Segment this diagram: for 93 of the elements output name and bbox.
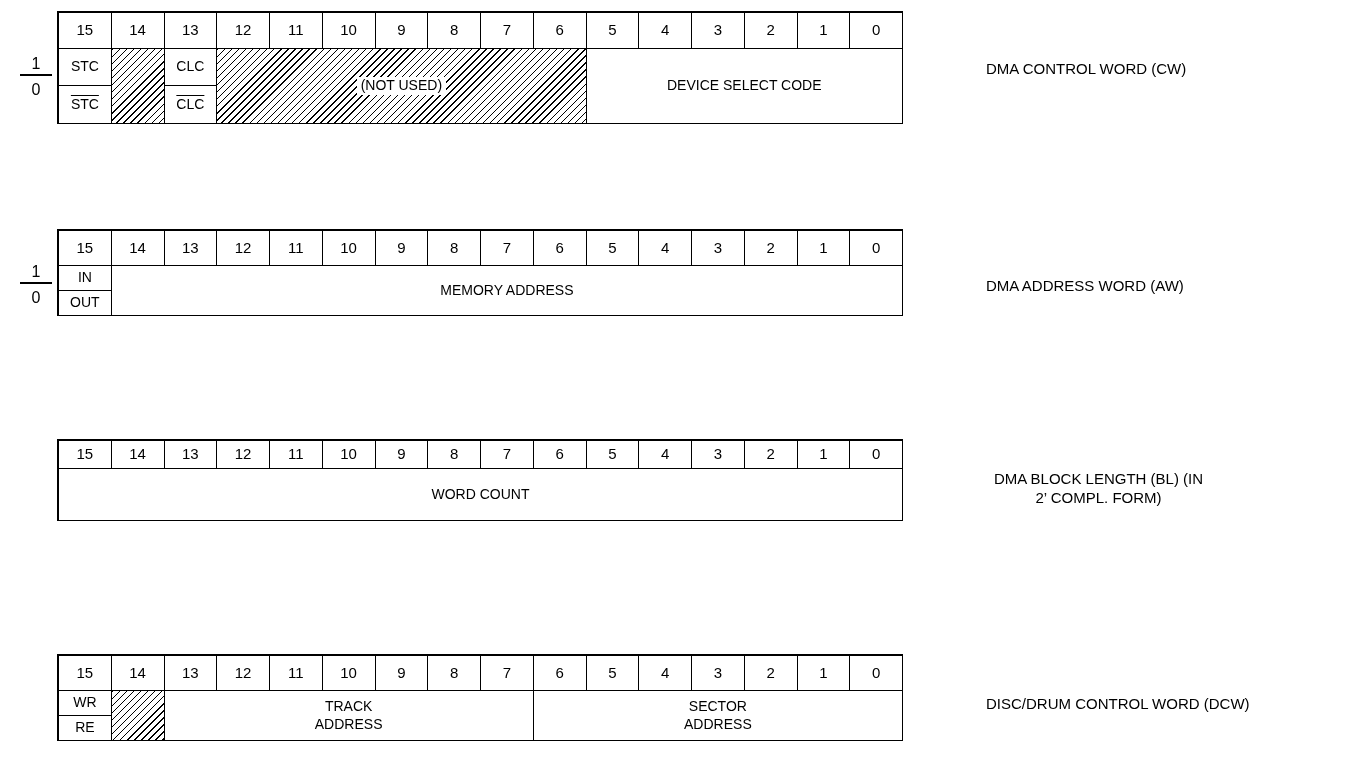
field-box — [585, 48, 903, 124]
field-text: 13 — [182, 238, 199, 258]
field-text: 9 — [397, 663, 406, 683]
field-text: 3 — [713, 21, 723, 40]
field-text: 11 — [288, 445, 304, 464]
field-text: 0 — [871, 663, 881, 683]
field-text: 3 — [713, 445, 723, 464]
field-text: 7 — [502, 445, 512, 464]
field-text: 13 — [182, 663, 199, 683]
field-text: 5 — [608, 238, 617, 258]
field-text: 6 — [555, 663, 564, 683]
field-text: STC — [70, 58, 99, 76]
field-text: 1 — [819, 21, 828, 40]
field-box — [532, 690, 903, 741]
field-text: 8 — [449, 238, 459, 258]
field-text: 10 — [340, 663, 357, 683]
field-text: 11 — [288, 238, 304, 258]
field-text: 14 — [129, 663, 146, 683]
field-text: MEMORY ADDRESS — [440, 281, 574, 300]
field-text: 2 — [766, 21, 775, 40]
field-text: 10 — [340, 21, 357, 40]
field-text: TRACK ADDRESS — [313, 698, 384, 733]
field-text: 15 — [76, 21, 94, 40]
bit-value: 0 — [30, 80, 42, 100]
field-text: 6 — [555, 445, 564, 464]
field-text: 14 — [129, 238, 146, 258]
field-text: RE — [75, 719, 95, 737]
field-box — [58, 468, 903, 521]
field-text: 15 — [76, 238, 94, 258]
field-text: 5 — [608, 445, 617, 464]
field-text: 15 — [76, 445, 94, 464]
field-text: 13 — [182, 445, 199, 464]
bit-value: 1 — [20, 262, 52, 284]
field-text: 4 — [660, 21, 670, 40]
field-text: 14 — [129, 21, 146, 40]
field-text: 4 — [660, 663, 670, 683]
field-text: STC — [70, 95, 99, 114]
field-text: SECTOR ADDRESS — [683, 698, 753, 733]
field-text: 7 — [502, 238, 512, 258]
field-box — [110, 265, 903, 316]
field-text: 13 — [182, 21, 199, 40]
field-text: 1 — [819, 238, 828, 258]
field-text: 0 — [871, 445, 881, 464]
unused-field — [216, 48, 587, 124]
field-text: CLC — [176, 95, 205, 114]
field-text: CLC — [176, 58, 205, 76]
hatched-box — [110, 48, 165, 124]
field-text: 2 — [766, 445, 775, 464]
field-text: 6 — [555, 21, 564, 40]
hatched-box — [110, 690, 165, 741]
field-text: 12 — [234, 663, 252, 683]
register-title: DMA ADDRESS WORD (AW) — [986, 277, 1185, 296]
field-text: 5 — [608, 21, 617, 40]
field-text: (NOT USED) — [356, 77, 447, 95]
field-text: 9 — [397, 21, 406, 40]
field-text: 6 — [555, 238, 564, 258]
field-text: 9 — [397, 445, 406, 464]
field-text: 9 — [397, 238, 406, 258]
field-text: 11 — [288, 663, 304, 683]
field-text: 12 — [234, 21, 252, 40]
field-text: 0 — [871, 238, 881, 258]
field-text: 0 — [871, 21, 881, 40]
field-text: 3 — [713, 238, 723, 258]
field-text: 2 — [766, 663, 775, 683]
field-text: OUT — [70, 294, 100, 312]
field-text: WORD COUNT — [431, 485, 530, 504]
field-text: 4 — [660, 238, 670, 258]
field-text: DEVICE SELECT CODE — [666, 77, 822, 95]
field-text: 8 — [449, 21, 459, 40]
field-text: 11 — [288, 21, 304, 40]
field-text: 7 — [502, 21, 512, 40]
register-title: DISC/DRUM CONTROL WORD (DCW) — [986, 695, 1251, 714]
field-text: 1 — [819, 445, 828, 464]
field-text: 14 — [129, 445, 146, 464]
field-text: IN — [77, 269, 92, 287]
field-text: 7 — [502, 663, 512, 683]
bit-value: 0 — [30, 288, 42, 308]
field-text: 15 — [76, 663, 94, 683]
field-text: 8 — [449, 445, 459, 464]
register-title: DMA CONTROL WORD (CW) — [986, 60, 1188, 79]
field-text: 4 — [660, 445, 670, 464]
bit-value: 1 — [20, 54, 52, 76]
field-text: 5 — [608, 663, 617, 683]
field-text: 12 — [234, 238, 252, 258]
field-text: 10 — [340, 445, 357, 464]
field-text: 10 — [340, 238, 357, 258]
register-title: DMA BLOCK LENGTH (BL) (IN 2’ COMPL. FORM) — [992, 470, 1205, 508]
field-text: 12 — [234, 445, 252, 464]
field-text: 3 — [713, 663, 723, 683]
field-text: 2 — [766, 238, 775, 258]
field-text: WR — [73, 694, 97, 712]
field-text: 8 — [449, 663, 459, 683]
field-text: 1 — [819, 663, 828, 683]
